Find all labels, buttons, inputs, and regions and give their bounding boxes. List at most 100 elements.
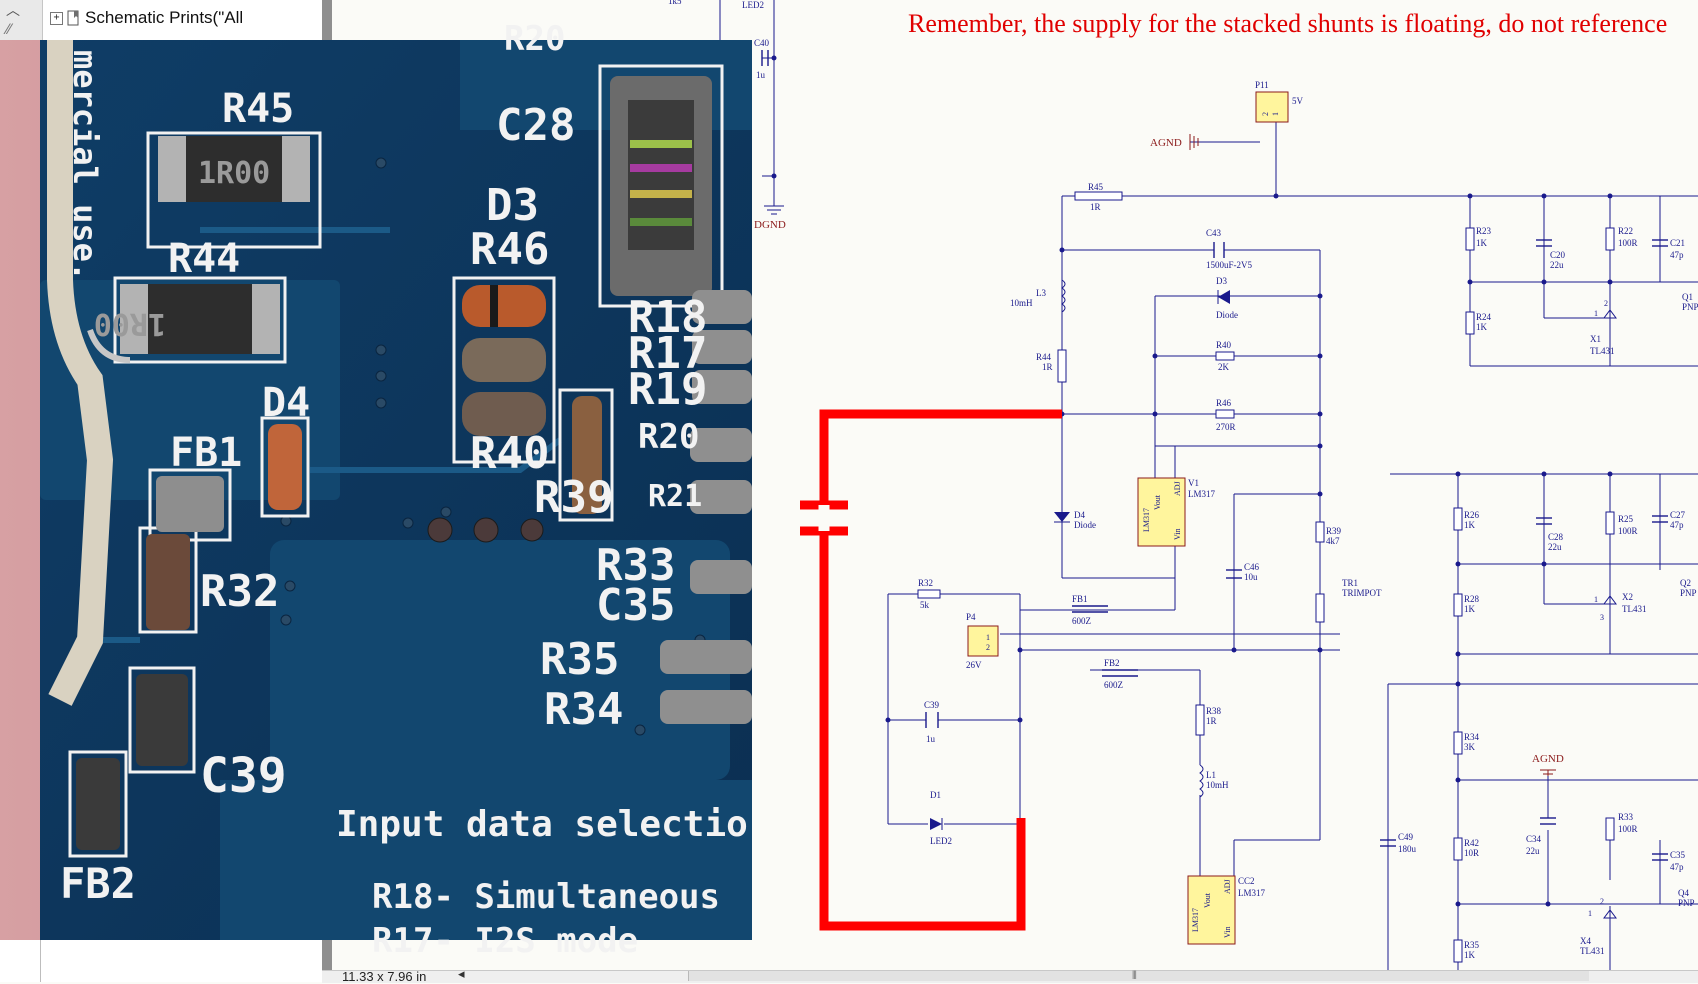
r45-part <box>158 136 310 202</box>
svg-text:1R: 1R <box>1042 362 1053 372</box>
svg-text:180u: 180u <box>1398 844 1417 854</box>
svg-text:C34: C34 <box>1526 834 1542 844</box>
r24-symbol <box>1465 311 1475 335</box>
svg-text:3K: 3K <box>1464 742 1476 752</box>
svg-text:R35: R35 <box>540 634 619 685</box>
svg-text:2: 2 <box>1604 299 1608 308</box>
r45-symbol <box>1074 191 1123 201</box>
svg-text:22u: 22u <box>1550 260 1564 270</box>
r33-symbol <box>1605 817 1615 841</box>
svg-text:R45: R45 <box>222 86 294 132</box>
svg-text:R38: R38 <box>1206 706 1222 716</box>
bookmark-tree-item[interactable]: + Schematic Prints("All <box>50 6 243 30</box>
scroll-left-icon[interactable]: ◂ <box>458 967 465 982</box>
svg-text:1K: 1K <box>1464 604 1476 614</box>
svg-text:LED2: LED2 <box>930 836 952 846</box>
svg-text:R32: R32 <box>918 578 933 588</box>
svg-text:C49: C49 <box>1398 832 1414 842</box>
inductor-part <box>610 76 712 296</box>
svg-text:R20: R20 <box>504 19 565 59</box>
svg-text:D1: D1 <box>930 790 941 800</box>
horizontal-scrollbar[interactable] <box>688 971 1589 981</box>
svg-text:TRIMPOT: TRIMPOT <box>1342 588 1382 598</box>
svg-text:C35: C35 <box>1670 850 1686 860</box>
r26-symbol <box>1453 507 1463 531</box>
svg-text:R34: R34 <box>1464 732 1480 742</box>
svg-text:Vout: Vout <box>1203 892 1212 908</box>
r38-symbol <box>1195 704 1205 736</box>
svg-text:D4: D4 <box>262 380 310 426</box>
svg-text:C39: C39 <box>924 700 940 710</box>
svg-text:1: 1 <box>1588 909 1592 918</box>
vr1-lm317 <box>1137 477 1186 547</box>
r23-symbol <box>1465 227 1475 251</box>
svg-text:X4: X4 <box>1580 936 1591 946</box>
svg-text:R33: R33 <box>1618 812 1634 822</box>
svg-text:1R: 1R <box>1206 716 1217 726</box>
svg-text:P4: P4 <box>966 612 976 622</box>
svg-text:1u: 1u <box>926 734 936 744</box>
svg-text:100R: 100R <box>1618 526 1638 536</box>
svg-text:1u: 1u <box>756 70 766 80</box>
svg-text:5k: 5k <box>920 600 930 610</box>
svg-text:1K: 1K <box>1464 520 1476 530</box>
svg-text:R20: R20 <box>638 417 699 457</box>
svg-text:TL431: TL431 <box>1590 346 1615 356</box>
svg-text:R17- I2S mode: R17- I2S mode <box>372 921 638 961</box>
svg-text:PNP: PNP <box>1682 302 1698 312</box>
r46-symbol <box>1215 409 1235 419</box>
r32-symbol <box>917 589 941 599</box>
svg-text:R24: R24 <box>1476 312 1492 322</box>
svg-text:R40: R40 <box>1216 340 1232 350</box>
svg-text:600Z: 600Z <box>1072 616 1091 626</box>
svg-text:Q2: Q2 <box>1680 578 1691 588</box>
resize-grip-icon[interactable]: ⁄⁄ <box>6 22 11 38</box>
svg-text:L3: L3 <box>1036 288 1046 298</box>
svg-text:C21: C21 <box>1670 238 1685 248</box>
svg-text:mercial use.: mercial use. <box>66 50 104 281</box>
r28-symbol <box>1453 593 1463 617</box>
p4-connector <box>967 625 999 657</box>
svg-text:FB2: FB2 <box>60 859 136 908</box>
svg-text:47p: 47p <box>1670 520 1684 530</box>
svg-text:LM317: LM317 <box>1238 888 1266 898</box>
status-bar: 11.33 x 7.96 in ◂ ⦀ <box>322 967 1698 984</box>
svg-text:FB1: FB1 <box>170 430 242 476</box>
svg-text:3: 3 <box>1600 613 1604 622</box>
expand-icon[interactable]: + <box>50 11 63 25</box>
svg-text:1: 1 <box>1594 595 1598 604</box>
r39-symbol <box>1315 521 1325 543</box>
svg-text:LM317: LM317 <box>1188 489 1216 499</box>
r42-symbol <box>1453 837 1463 861</box>
svg-text:1: 1 <box>986 633 990 642</box>
svg-text:R32: R32 <box>200 566 279 617</box>
scrollbar-grip-icon[interactable]: ⦀ <box>1132 969 1137 982</box>
svg-text:22u: 22u <box>1526 846 1540 856</box>
svg-text:R45: R45 <box>1088 182 1104 192</box>
svg-text:FB1: FB1 <box>1072 594 1088 604</box>
svg-text:Vout: Vout <box>1153 494 1162 510</box>
svg-text:L1: L1 <box>1206 770 1216 780</box>
svg-text:LM317: LM317 <box>1191 908 1200 932</box>
svg-text:FB2: FB2 <box>1104 658 1120 668</box>
svg-text:Q1: Q1 <box>1682 292 1693 302</box>
svg-text:C46: C46 <box>1244 562 1260 572</box>
svg-text:47p: 47p <box>1670 250 1684 260</box>
svg-text:TR1: TR1 <box>1342 578 1358 588</box>
svg-text:CC2: CC2 <box>1238 876 1255 886</box>
svg-text:R18- Simultaneous: R18- Simultaneous <box>372 877 720 917</box>
collapse-chevron-icon[interactable]: ︿ <box>6 3 20 19</box>
svg-text:P11: P11 <box>1255 80 1269 90</box>
svg-text:R19: R19 <box>628 364 707 415</box>
svg-text:R23: R23 <box>1476 226 1492 236</box>
bookmark-icon <box>67 10 79 25</box>
svg-text:1: 1 <box>1271 112 1280 116</box>
svg-text:C28: C28 <box>1548 532 1564 542</box>
r44-symbol <box>1057 349 1067 383</box>
svg-text:1R00: 1R00 <box>94 306 166 341</box>
agnd-port-symbol <box>1189 134 1556 776</box>
svg-text:100R: 100R <box>1618 824 1638 834</box>
svg-text:LED2: LED2 <box>742 0 764 10</box>
svg-text:1500uF-2V5: 1500uF-2V5 <box>1206 260 1253 270</box>
